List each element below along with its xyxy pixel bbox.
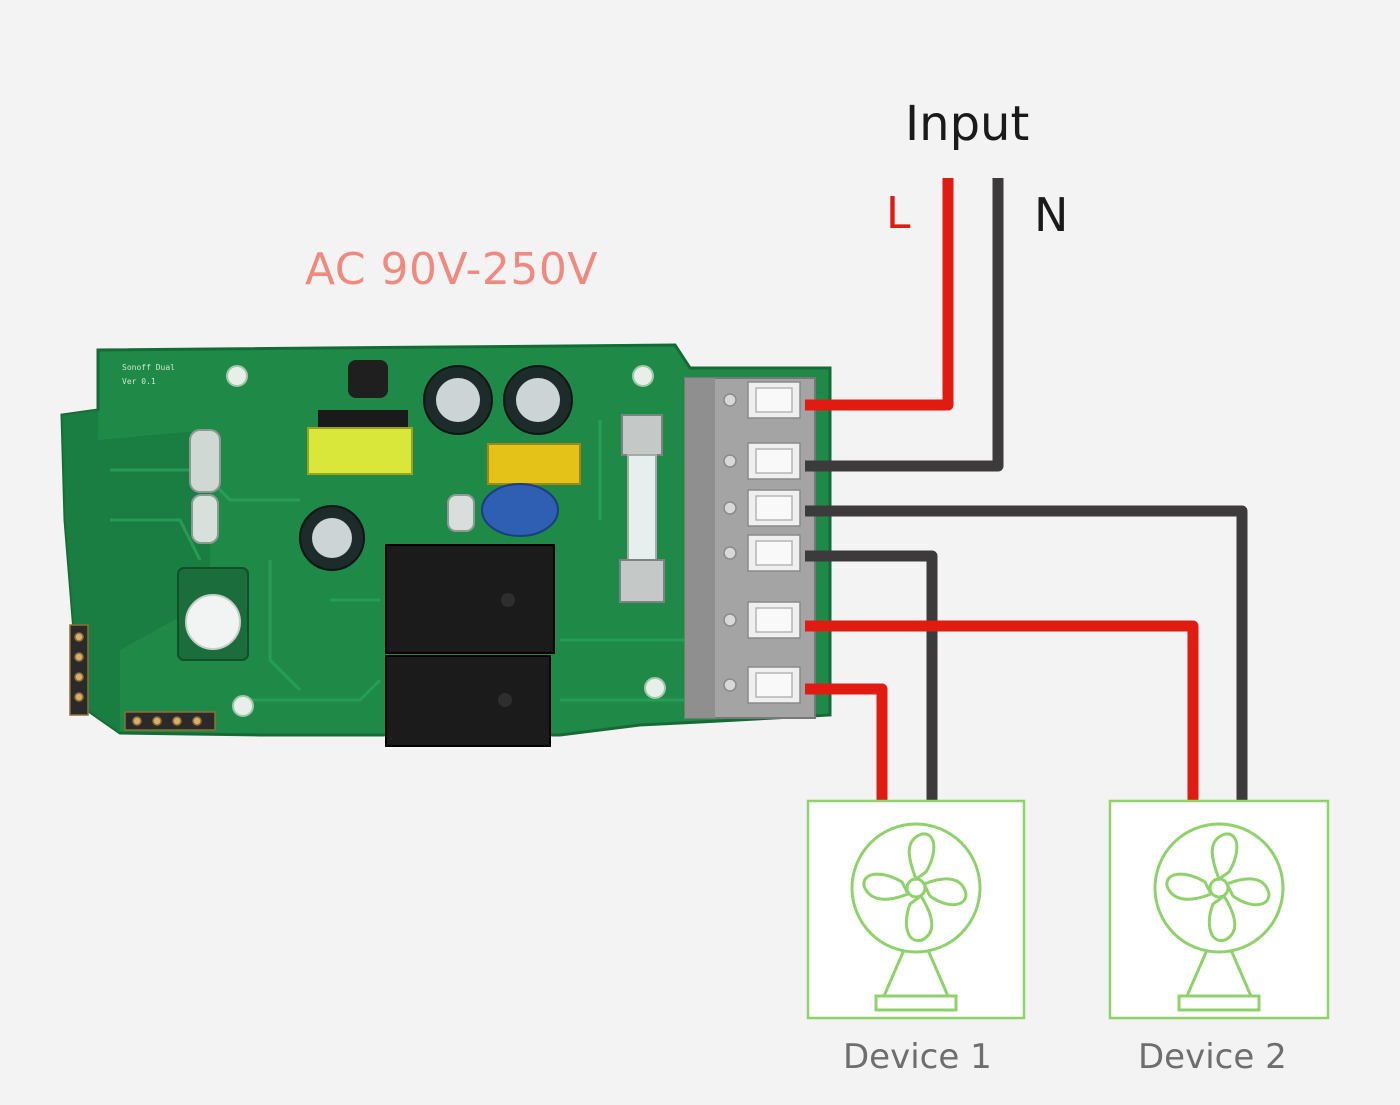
terminal-3 [723,489,801,527]
neutral-label: N [1034,188,1069,242]
device-1-label: Device 1 [843,1037,992,1077]
relay-1 [385,544,555,654]
device-2-box [1108,799,1330,1020]
terminal-slots [723,381,801,704]
voltage-range-label: AC 90V-250V [305,244,599,295]
fan-icon [1153,822,1285,1012]
fan-icon [850,822,982,1012]
live-label: L [886,188,911,239]
transistor [348,360,388,398]
x-capacitor [487,443,581,485]
glass-fuse [619,414,665,603]
device-2 [1108,799,1330,1020]
terminal-4 [723,534,801,572]
disc-capacitor [481,483,559,537]
wire-device2-neutral [805,505,1248,801]
capacitors [299,365,573,571]
wire-input-live [805,178,954,411]
terminal-1 [723,381,801,419]
terminal-6 [723,666,801,704]
wire-input-neutral [805,178,1004,472]
wire-device2-live [805,620,1199,801]
silkscreen-line1: Sonoff Dual [122,363,175,372]
silkscreen-line2: Ver 0.1 [122,377,156,386]
relay-board: Sonoff Dual Ver 0.1 [60,343,832,747]
pairing-button [177,567,249,661]
input-title: Input [905,96,1030,152]
small-component [447,494,475,532]
mounting-holes [226,365,666,717]
header-pins [69,624,216,731]
relay-2 [385,655,551,747]
power-transformer [307,410,413,475]
led-indicators [189,429,221,544]
wires [805,178,1248,801]
terminal-2 [723,442,801,480]
device-2-label: Device 2 [1138,1037,1287,1077]
relays [385,544,555,747]
wire-device1-live [805,683,888,801]
pcb-antenna-area [62,410,210,733]
device-1 [806,799,1026,1020]
wire-device1-neutral [805,550,938,801]
terminal-5 [723,601,801,639]
device-1-box [806,799,1026,1020]
